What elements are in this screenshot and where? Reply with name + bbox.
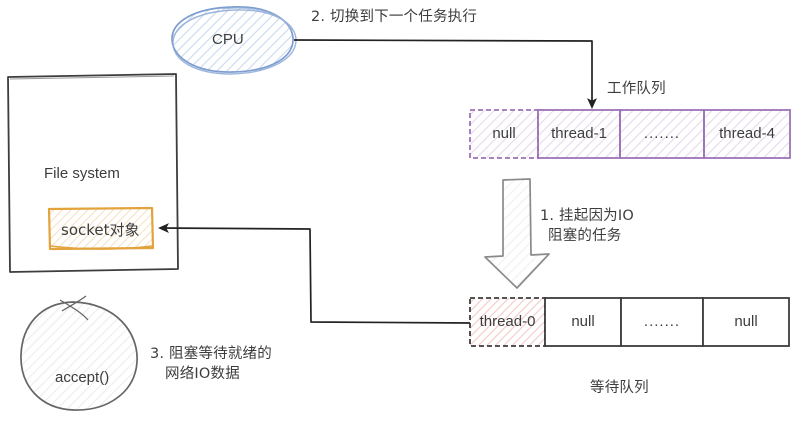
wait-queue-cell-0-label[interactable]: thread-0 <box>479 313 536 330</box>
socket-object-label: socket对象 <box>61 221 140 239</box>
accept-label: accept() <box>55 369 110 386</box>
annotation-step-1-line-2: 阻塞的任务 <box>548 228 622 244</box>
socket-object-box[interactable] <box>47 206 155 251</box>
annotation-step-2: 2. 切换到下一个任务执行 <box>311 9 478 25</box>
wait-queue-cell-2-label[interactable]: ....... <box>643 313 681 330</box>
annotation-step-1-line-1: 1. 挂起因为IO <box>540 208 634 224</box>
cpu-label: CPU <box>212 31 244 48</box>
wait-queue-cell-3-label[interactable]: null <box>734 313 758 330</box>
wait-queue-cell-1-label[interactable]: null <box>571 313 595 330</box>
work-queue-cell-3-label[interactable]: thread-4 <box>719 125 775 142</box>
file-system-label: File system <box>44 165 120 182</box>
work-queue-cell-2-label[interactable]: ....... <box>643 125 681 142</box>
work-queue-cell-1-label[interactable]: thread-1 <box>551 125 607 142</box>
cpu-node[interactable] <box>171 6 297 75</box>
work-queue-cell-0-label[interactable]: null <box>492 125 516 142</box>
annotation-step-3-line-2: 网络IO数据 <box>165 366 240 382</box>
block-arrow-down <box>484 178 550 289</box>
connector-cpu-to-work-queue <box>293 39 597 109</box>
wait-queue-cells[interactable] <box>469 297 790 347</box>
annotation-step-3-line-1: 3. 阻塞等待就绪的 <box>150 346 272 362</box>
accept-node[interactable] <box>20 295 138 411</box>
work-queue-title: 工作队列 <box>607 81 666 97</box>
work-queue-cells[interactable] <box>469 109 791 159</box>
wait-queue-title: 等待队列 <box>590 380 649 396</box>
connector-wait-queue-to-socket <box>158 223 471 324</box>
